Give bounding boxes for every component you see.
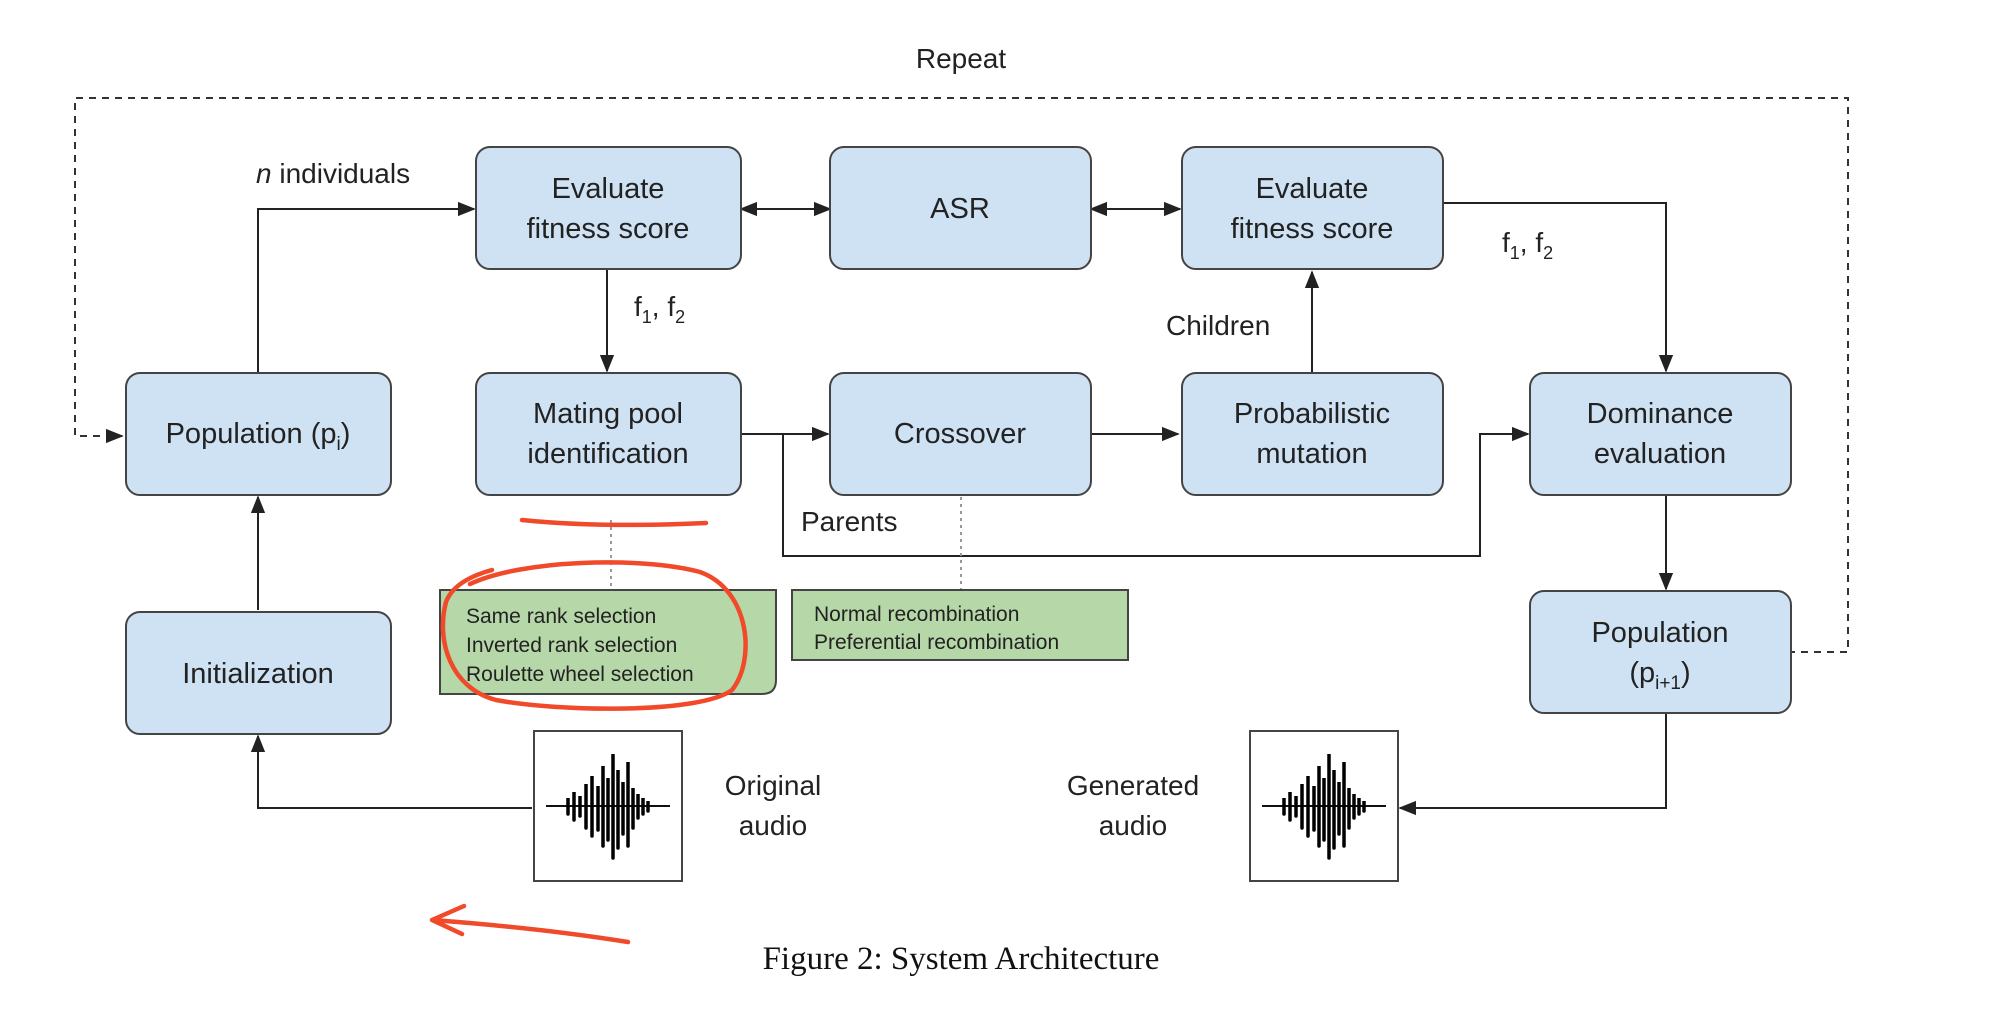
note-connectors: [610, 497, 962, 590]
asr-label: ASR: [930, 193, 990, 225]
repeat-label: Repeat: [916, 43, 1007, 74]
red-annotations: [429, 517, 748, 945]
initialization-label: Initialization: [182, 658, 334, 690]
original-audio-icon: [533, 730, 683, 882]
evaluate-fitness-2-line2: fitness score: [1231, 213, 1394, 245]
f-scores-label-1: f1, f2: [634, 291, 685, 327]
recombination-item-2: Preferential recombination: [814, 631, 1059, 654]
selection-item-3: Roulette wheel selection: [466, 663, 694, 686]
red-arrow-annotation: [429, 903, 631, 945]
red-circle-annotation: [440, 560, 748, 711]
generated-audio-line2: audio: [1099, 810, 1168, 841]
figure-caption: Figure 2: System Architecture: [763, 941, 1160, 977]
dominance-line1: Dominance: [1587, 398, 1734, 430]
mutation-line2: mutation: [1256, 438, 1367, 470]
mating-pool-box: [475, 372, 742, 496]
evaluate-fitness-box-1: [475, 146, 742, 270]
population-pi-label: Population (pi): [166, 418, 351, 455]
population-pi-box: [125, 372, 392, 496]
mating-pool-line1: Mating pool: [533, 398, 683, 430]
initialization-box: [125, 611, 392, 735]
selection-item-2: Inverted rank selection: [466, 634, 677, 657]
recombination-item-1: Normal recombination: [814, 603, 1019, 626]
evaluate-fitness-1-line2: fitness score: [527, 213, 690, 245]
dominance-box: [1529, 372, 1792, 496]
original-audio-line2: audio: [739, 810, 808, 841]
connectors: [250, 201, 1674, 816]
edge-population-to-evaluate: [257, 201, 476, 373]
parents-label: Parents: [801, 506, 898, 537]
evaluate-fitness-1-line1: Evaluate: [552, 173, 665, 205]
recombination-note: Normal recombination Preferential recomb…: [791, 589, 1129, 661]
crossover-label: Crossover: [894, 418, 1026, 450]
edge-original-audio-to-initialization: [250, 734, 532, 809]
generated-audio-icon: [1249, 730, 1399, 882]
generated-audio-line1: Generated: [1067, 770, 1199, 801]
dominance-line2: evaluation: [1594, 438, 1726, 470]
edge-parents-to-dominance: [782, 426, 1530, 557]
red-underline-annotation: [519, 517, 709, 528]
repeat-loop: Repeat: [74, 43, 1849, 653]
mating-pool-line2: identification: [527, 438, 688, 470]
population-pi1-box: [1529, 590, 1792, 714]
mutation-line1: Probabilistic: [1234, 398, 1390, 430]
children-label: Children: [1166, 310, 1270, 341]
n-individuals-label: n individuals: [256, 158, 410, 189]
selection-item-1: Same rank selection: [466, 605, 656, 628]
evaluate-fitness-2-line1: Evaluate: [1256, 173, 1369, 205]
mutation-box: [1181, 372, 1444, 496]
edge-population-to-generated-audio: [1398, 712, 1667, 816]
f-scores-label-2: f1, f2: [1502, 227, 1553, 263]
edge-evaluate2-to-dominance: [1443, 202, 1674, 373]
crossover-box: [829, 372, 1092, 496]
population-pi1-line2: (pi+1): [1629, 657, 1690, 694]
selection-note: Same rank selection Inverted rank select…: [439, 589, 777, 695]
asr-box: [829, 146, 1092, 270]
evaluate-fitness-box-2: [1181, 146, 1444, 270]
original-audio-line1: Original: [725, 770, 821, 801]
population-pi1-line1: Population: [1591, 617, 1728, 649]
